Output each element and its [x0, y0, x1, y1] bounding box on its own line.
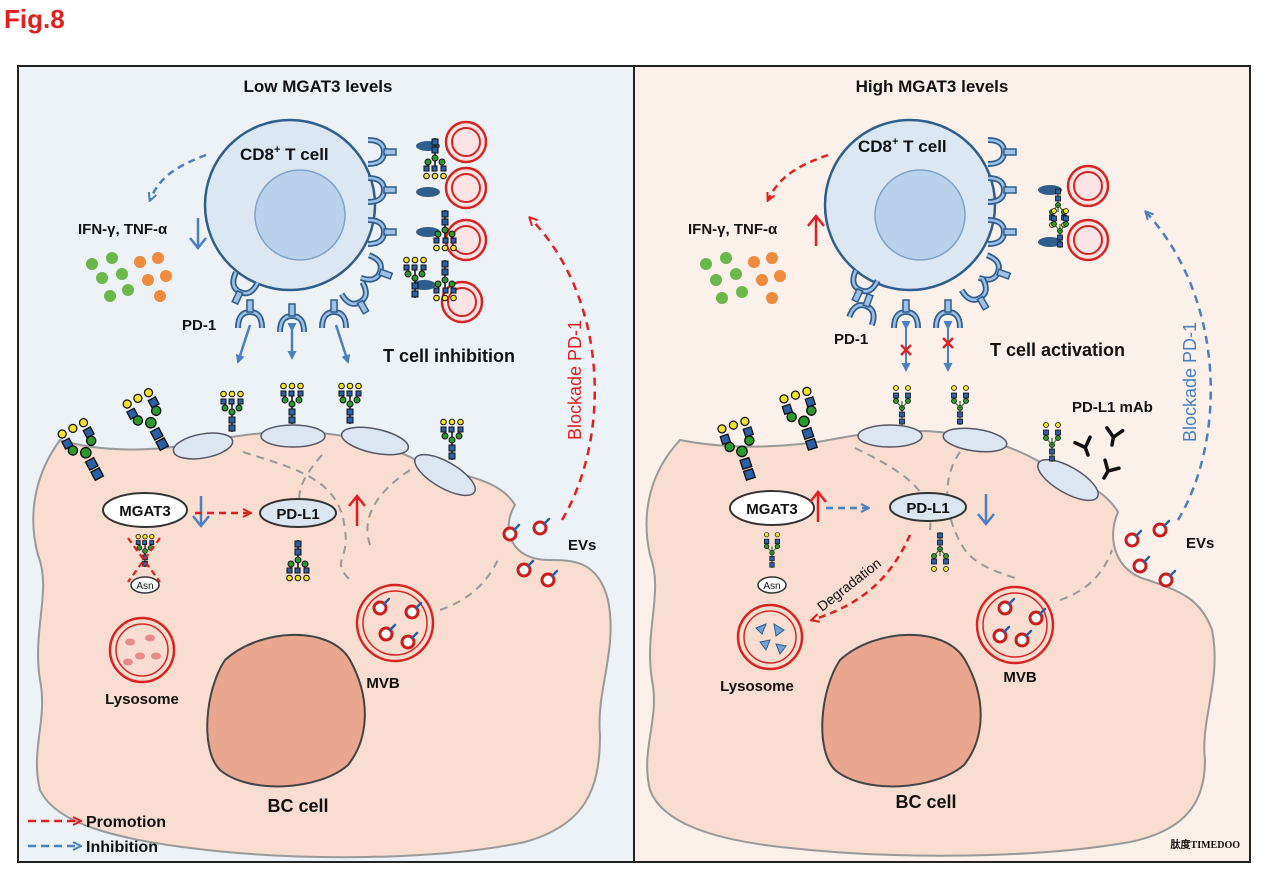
- right-antigen-2: [1066, 218, 1110, 262]
- right-t-cell-state: T cell activation: [990, 340, 1125, 360]
- left-panel: Low MGAT3 levels CD8+ T cell: [17, 65, 635, 863]
- legend-promotion-label: Promotion: [86, 814, 166, 831]
- left-mgat3: [102, 492, 188, 528]
- right-t-cell-label: CD8+ T cell: [858, 136, 947, 156]
- figure-label: Fig.8: [4, 4, 65, 34]
- right-mgat3-up-arrow: [809, 489, 827, 522]
- left-mvb-label: MVB: [366, 675, 400, 692]
- left-antigen-2: [444, 166, 488, 210]
- left-inhibition-arrow: [150, 153, 207, 200]
- left-pd1-label: PD-1: [182, 317, 216, 334]
- left-mvb: [355, 583, 435, 663]
- right-asn-label: Asn: [763, 581, 780, 592]
- right-lysosome: [736, 603, 804, 671]
- left-t-cell-label: CD8+ T cell: [240, 144, 329, 164]
- left-pdl1: [259, 498, 337, 528]
- left-lysosome: [108, 616, 176, 684]
- right-panel-title: High MGAT3 levels: [856, 77, 1009, 96]
- left-pdl1-label: PD-L1: [276, 506, 319, 523]
- right-pdl1-mab-label: PD-L1 mAb: [1072, 399, 1153, 416]
- left-t-cell-state: T cell inhibition: [383, 346, 515, 366]
- right-nucleus: [821, 633, 982, 788]
- left-lysosome-label: Lysosome: [105, 691, 179, 708]
- right-mvb: [975, 585, 1055, 665]
- legend-inhibition-label: Inhibition: [86, 839, 158, 856]
- right-block-mark-2: [942, 337, 954, 349]
- right-lysosome-label: Lysosome: [720, 678, 794, 695]
- right-promotion-arrow: [768, 153, 829, 200]
- left-nucleus: [206, 633, 366, 788]
- left-cytokine-dots: [86, 252, 172, 302]
- watermark: 肽度TIMEDOO: [1171, 838, 1241, 851]
- left-panel-title: Low MGAT3 levels: [244, 77, 393, 96]
- right-bc-cell-label: BC cell: [895, 792, 956, 812]
- right-blockade-arrow: [1146, 212, 1212, 521]
- right-panel: High MGAT3 levels CD8+ T cell: [633, 65, 1251, 863]
- right-block-mark-1: [900, 344, 912, 356]
- right-evs-label: EVs: [1186, 535, 1214, 552]
- right-mgat3: [729, 490, 815, 526]
- left-blockade-arrow: [530, 218, 596, 521]
- left-pdl1-up-arrow: [348, 493, 366, 526]
- right-pdl1-down-arrow: [977, 494, 995, 527]
- right-blockade-label: Blockade PD-1: [1180, 322, 1200, 442]
- legend: Promotion Inhibition: [28, 814, 166, 856]
- left-asn-label: Asn: [136, 581, 153, 592]
- left-mgat3-down-arrow: [192, 496, 210, 529]
- left-cytokines-label: IFN-γ, TNF-α: [78, 221, 168, 238]
- right-pdl1: [889, 492, 967, 522]
- right-antigen-1: [1066, 164, 1110, 208]
- left-evs-label: EVs: [568, 537, 596, 554]
- right-mgat3-label: MGAT3: [746, 501, 797, 518]
- right-cytokines-label: IFN-γ, TNF-α: [688, 221, 778, 238]
- right-mvb-label: MVB: [1003, 669, 1037, 686]
- left-antigen-1: [444, 120, 488, 164]
- right-degradation-arrow: [812, 534, 912, 620]
- right-cytokines-up-arrow: [807, 213, 825, 246]
- right-pd1-label: PD-1: [834, 331, 868, 348]
- left-bc-cell-label: BC cell: [267, 796, 328, 816]
- right-pdl1-label: PD-L1: [906, 500, 949, 517]
- right-cytokine-dots: [700, 252, 786, 304]
- left-cytokines-down-arrow: [189, 218, 207, 251]
- left-mgat3-label: MGAT3: [119, 503, 170, 520]
- left-blockade-label: Blockade PD-1: [565, 320, 585, 440]
